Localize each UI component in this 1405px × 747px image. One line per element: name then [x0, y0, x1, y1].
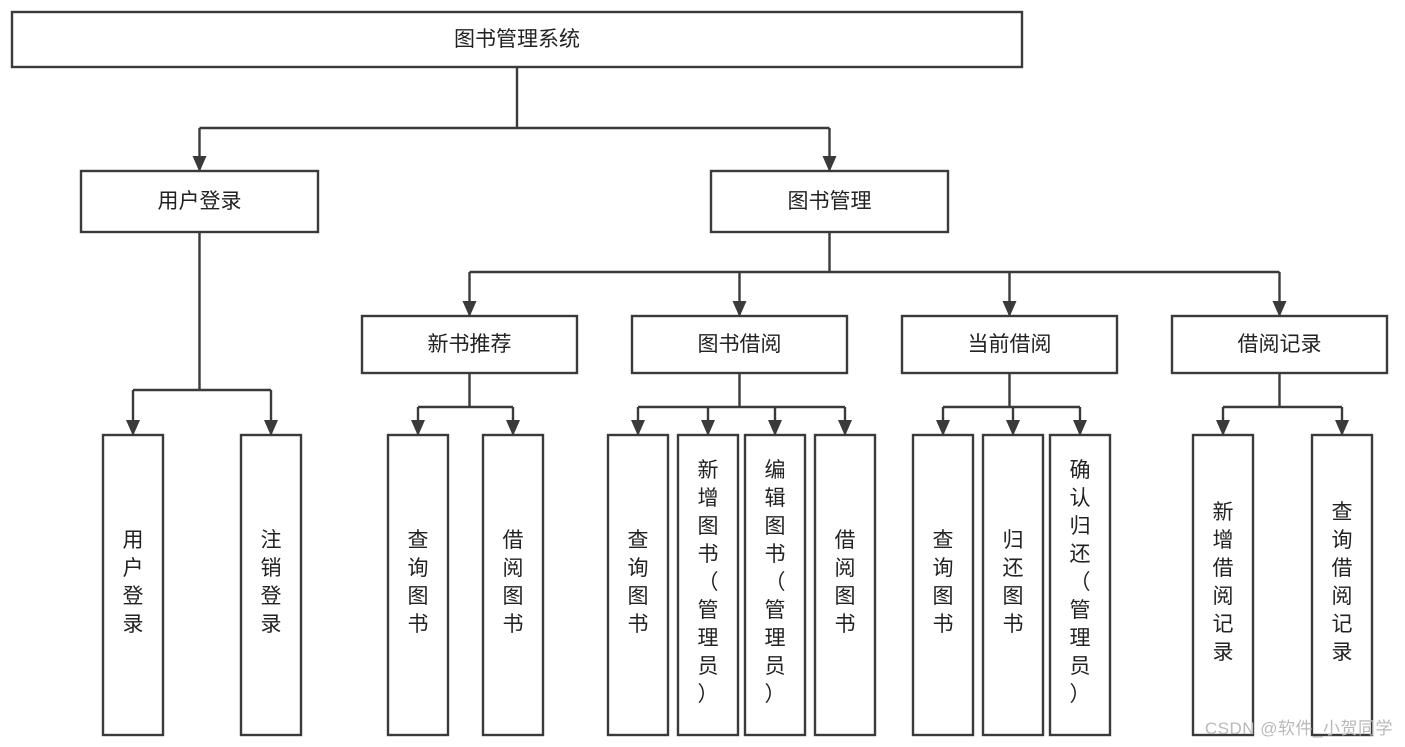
node-new-book-recommend-label: 新书推荐 — [428, 333, 512, 356]
node-borrow-record[interactable]: 借阅记录 — [1170, 314, 1389, 375]
node-leaf-confirm-return-label: 确认归还（管理员） — [1070, 459, 1091, 706]
node-leaf-return-book[interactable]: 归还图书 — [981, 433, 1045, 737]
node-leaf-return-book-label: 归还图书 — [1003, 529, 1024, 636]
node-leaf-user-login[interactable]: 用户登录 — [101, 433, 165, 737]
node-leaf-logout[interactable]: 注销登录 — [239, 433, 303, 737]
node-leaf-query-book-1[interactable]: 查询图书 — [386, 433, 450, 737]
conn-user-login-arrow-1 — [264, 420, 278, 436]
node-leaf-add-book[interactable]: 新增图书（管理员） — [676, 433, 740, 737]
node-book-management-rect — [709, 169, 950, 234]
node-leaf-query-book-3-rect — [911, 433, 975, 737]
node-leaf-confirm-return-rect — [1048, 433, 1112, 737]
node-leaf-logout-label: 注销登录 — [261, 529, 282, 636]
node-user-login-label: 用户登录 — [158, 190, 242, 213]
node-leaf-add-record-rect — [1191, 433, 1255, 737]
conn-current-borrow-arrow-1 — [1006, 420, 1020, 436]
node-leaf-return-book-rect — [981, 433, 1045, 737]
node-new-book-recommend[interactable]: 新书推荐 — [360, 314, 579, 375]
node-leaf-query-book-1-rect — [386, 433, 450, 737]
node-leaf-add-record[interactable]: 新增借阅记录 — [1191, 433, 1255, 737]
node-leaf-query-book-2-rect — [606, 433, 670, 737]
node-leaf-query-book-3-label: 查询图书 — [933, 529, 954, 636]
node-current-borrow[interactable]: 当前借阅 — [900, 314, 1119, 375]
node-leaf-query-record-label: 查询借阅记录 — [1332, 501, 1353, 664]
node-user-login-rect — [79, 169, 320, 234]
node-book-management-label: 图书管理 — [788, 190, 872, 213]
connector-layer — [126, 67, 1349, 436]
node-leaf-add-record-label: 新增借阅记录 — [1213, 501, 1234, 664]
conn-current-borrow-arrow-2 — [1073, 420, 1087, 436]
node-book-borrow-label: 图书借阅 — [698, 333, 782, 356]
node-leaf-edit-book-rect — [743, 433, 807, 737]
conn-user-login-arrow-0 — [126, 420, 140, 436]
node-leaf-borrow-book-1-label: 借阅图书 — [503, 529, 524, 636]
conn-root-arrow-1 — [822, 156, 837, 172]
node-leaf-user-login-label: 用户登录 — [123, 529, 144, 636]
node-leaf-borrow-book-1[interactable]: 借阅图书 — [481, 433, 545, 737]
node-leaf-query-book-3[interactable]: 查询图书 — [911, 433, 975, 737]
node-layer: 图书管理系统用户登录图书管理新书推荐图书借阅当前借阅借阅记录用户登录注销登录查询… — [10, 10, 1389, 737]
conn-book-management-arrow-2 — [1002, 301, 1017, 317]
conn-book-management-arrow-0 — [462, 301, 477, 317]
node-user-login[interactable]: 用户登录 — [79, 169, 320, 234]
node-root-system-rect — [10, 10, 1024, 69]
node-leaf-borrow-book-1-rect — [481, 433, 545, 737]
node-leaf-query-book-1-label: 查询图书 — [408, 529, 429, 636]
conn-book-borrow-arrow-3 — [838, 420, 852, 436]
conn-current-borrow-arrow-0 — [936, 420, 950, 436]
conn-new-book-recommend-arrow-1 — [506, 420, 520, 436]
node-book-borrow-rect — [630, 314, 849, 375]
node-new-book-recommend-rect — [360, 314, 579, 375]
node-leaf-add-book-rect — [676, 433, 740, 737]
node-leaf-query-book-2-label: 查询图书 — [628, 529, 649, 636]
node-book-borrow[interactable]: 图书借阅 — [630, 314, 849, 375]
node-leaf-borrow-book-2-rect — [813, 433, 877, 737]
conn-book-borrow-arrow-1 — [701, 420, 715, 436]
node-root-system-label: 图书管理系统 — [454, 28, 580, 51]
node-root-system[interactable]: 图书管理系统 — [10, 10, 1024, 69]
node-leaf-query-record-rect — [1310, 433, 1374, 737]
node-leaf-add-book-label: 新增图书（管理员） — [698, 459, 719, 706]
node-current-borrow-rect — [900, 314, 1119, 375]
node-current-borrow-label: 当前借阅 — [968, 333, 1052, 356]
conn-book-borrow-arrow-2 — [768, 420, 782, 436]
node-book-management[interactable]: 图书管理 — [709, 169, 950, 234]
node-borrow-record-label: 借阅记录 — [1238, 333, 1322, 356]
node-borrow-record-rect — [1170, 314, 1389, 375]
node-leaf-edit-book[interactable]: 编辑图书（管理员） — [743, 433, 807, 737]
conn-book-management-arrow-1 — [732, 301, 747, 317]
conn-root-arrow-0 — [192, 156, 207, 172]
node-leaf-confirm-return[interactable]: 确认归还（管理员） — [1048, 433, 1112, 737]
node-leaf-borrow-book-2[interactable]: 借阅图书 — [813, 433, 877, 737]
conn-book-borrow-arrow-0 — [631, 420, 645, 436]
conn-new-book-recommend-arrow-0 — [411, 420, 425, 436]
conn-borrow-record-arrow-1 — [1335, 420, 1349, 436]
node-leaf-edit-book-label: 编辑图书（管理员） — [765, 459, 786, 706]
conn-borrow-record-arrow-0 — [1216, 420, 1230, 436]
node-leaf-user-login-rect — [101, 433, 165, 737]
conn-book-management-arrow-3 — [1272, 301, 1287, 317]
node-leaf-query-book-2[interactable]: 查询图书 — [606, 433, 670, 737]
node-leaf-logout-rect — [239, 433, 303, 737]
node-leaf-borrow-book-2-label: 借阅图书 — [835, 529, 856, 636]
node-leaf-query-record[interactable]: 查询借阅记录 — [1310, 433, 1374, 737]
